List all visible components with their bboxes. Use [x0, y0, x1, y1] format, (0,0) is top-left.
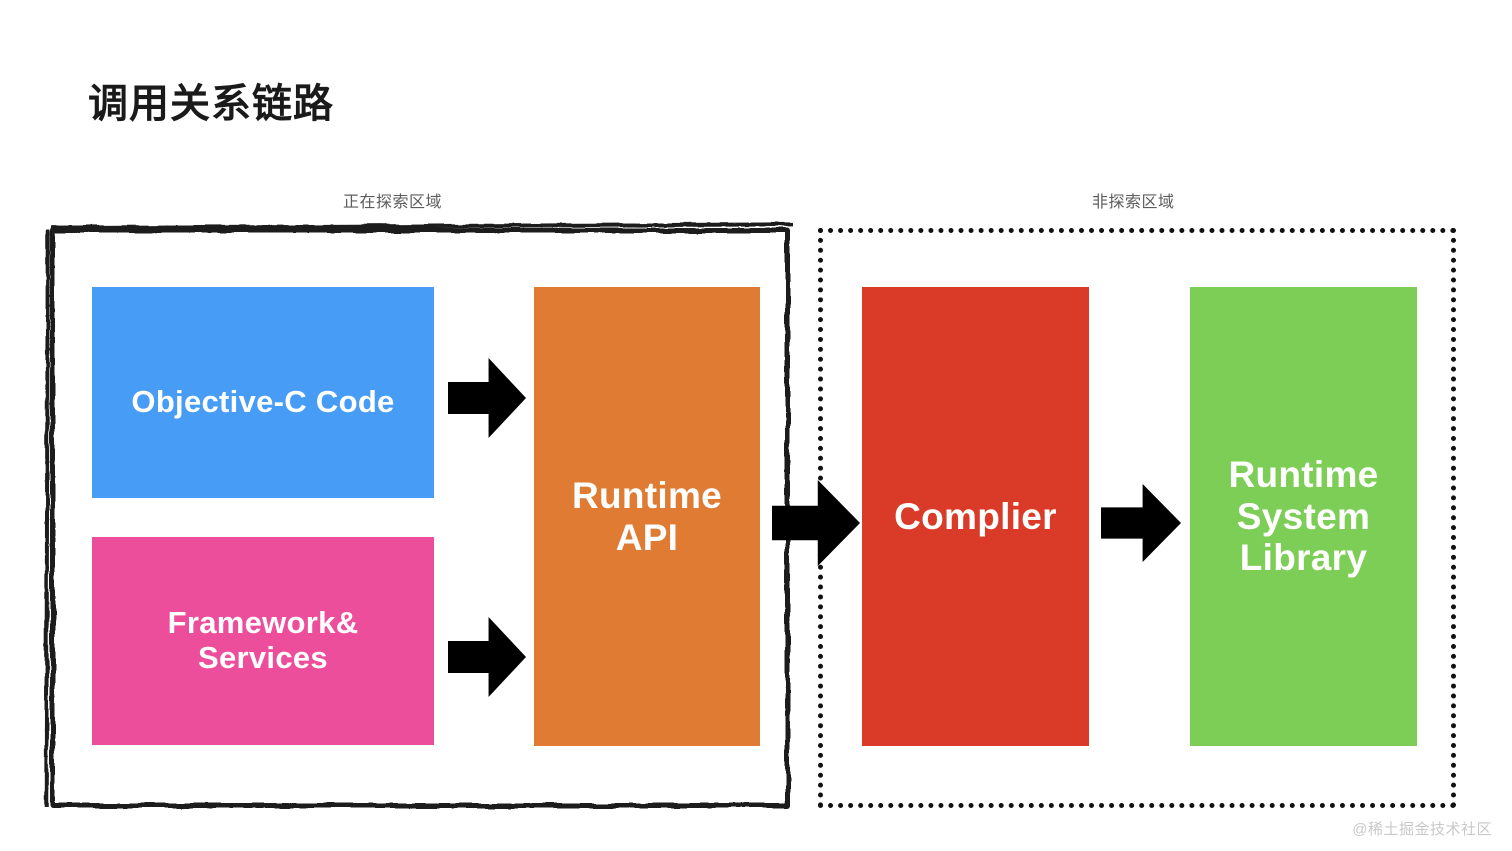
- node-runtime-system-library[interactable]: Runtime System Library: [1190, 287, 1417, 746]
- node-framework-services[interactable]: Framework& Services: [92, 537, 434, 745]
- node-label-line-1: Framework&: [167, 605, 359, 641]
- watermark: @稀土掘金技术社区: [1352, 821, 1492, 838]
- region-caption-explored: 正在探索区域: [343, 194, 443, 211]
- node-label-line-1: Runtime: [571, 475, 723, 517]
- node-label-line-2: API: [615, 516, 679, 558]
- node-label-runtime-api: Runtime API: [572, 475, 722, 558]
- page-title: 调用关系链路: [88, 82, 334, 126]
- node-label-objective-c-code: Objective-C Code: [131, 384, 395, 420]
- node-label-line-2: Services: [198, 640, 328, 675]
- node-objective-c-code[interactable]: Objective-C Code: [92, 287, 434, 498]
- node-runtime-api[interactable]: Runtime API: [534, 287, 760, 746]
- node-complier[interactable]: Complier: [862, 287, 1089, 746]
- node-label-runtime-system-library: Runtime System Library: [1228, 454, 1378, 578]
- node-label-framework-services: Framework& Services: [167, 605, 359, 675]
- node-label-line-3: Library: [1239, 537, 1368, 579]
- node-label-complier: Complier: [894, 495, 1057, 537]
- node-label-line-2: System: [1236, 495, 1371, 537]
- node-label-line-1: Runtime: [1228, 454, 1379, 496]
- region-caption-unexplored: 非探索区域: [1092, 194, 1175, 211]
